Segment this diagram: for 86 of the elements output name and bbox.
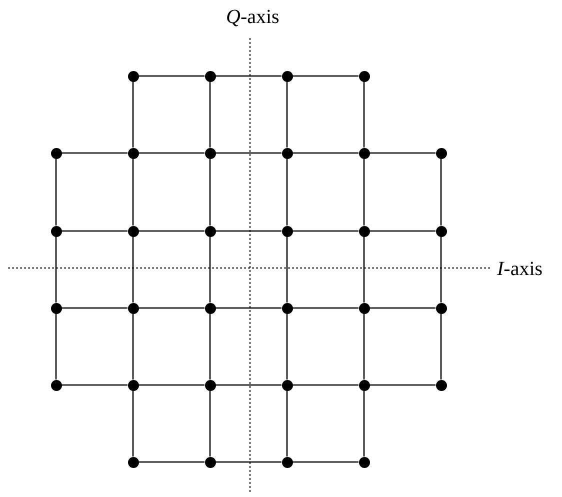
constellation-point [282,302,292,314]
grid-line [132,236,134,302]
constellation-point [358,226,370,236]
constellation-point [204,456,216,468]
constellation-point [50,302,62,314]
grid-line [292,152,358,154]
grid-line [138,384,204,386]
constellation-point [204,380,216,390]
grid-line [132,82,134,148]
grid-line [286,314,288,380]
grid-line [209,82,211,148]
grid-line [209,314,211,380]
constellation-point [128,148,138,158]
grid-line [292,75,358,77]
constellation-point [282,148,292,158]
grid-line [216,307,282,309]
grid-line [363,390,365,456]
grid-line [55,236,57,302]
grid-line [132,158,134,226]
grid-line [292,230,358,232]
constellation-point [204,148,216,158]
grid-line [370,152,436,154]
grid-line [138,461,204,463]
grid-line [138,152,204,154]
axis-label: I-axis [497,258,543,280]
grid-line [216,230,282,232]
grid-line [209,236,211,302]
grid-line [132,390,134,456]
grid-line [209,390,211,456]
grid-line [292,307,358,309]
grid-line [55,158,57,226]
grid-line [363,314,365,380]
constellation-point [204,226,216,236]
constellation-point [358,380,370,390]
constellation-point [282,456,292,468]
constellation-point [282,226,292,236]
grid-line [440,158,442,226]
constellation-point [50,226,62,236]
grid-line [216,384,282,386]
grid-line [286,158,288,226]
grid-line [62,307,128,309]
grid-line [370,230,436,232]
constellation-point [204,70,216,82]
constellation-point [128,226,138,236]
grid-line [138,230,204,232]
constellation-point [128,380,138,390]
grid-line [370,307,436,309]
grid-line [138,307,204,309]
grid-line [138,75,204,77]
grid-line [132,314,134,380]
constellation-point [204,302,216,314]
constellation-point [358,148,370,158]
grid-line [292,384,358,386]
grid-line [216,461,282,463]
axis-label: Q-axis [226,6,280,28]
grid-line [62,152,128,154]
constellation-point [436,148,446,158]
grid-line [440,314,442,380]
constellation-point [128,70,138,82]
constellation-point [282,70,292,82]
constellation-point [436,226,446,236]
constellation-point [128,302,138,314]
grid-line [440,236,442,302]
grid-line [363,82,365,148]
grid-line [209,158,211,226]
constellation-point [436,302,446,314]
constellation-point [50,380,62,390]
grid-line [292,461,358,463]
constellation-point [436,380,446,390]
constellation-point [358,456,370,468]
constellation-point [128,456,138,468]
grid-line [286,82,288,148]
constellation-point [358,302,370,314]
grid-line [216,75,282,77]
grid-line [370,384,436,386]
grid-line [286,236,288,302]
constellation-point [358,70,370,82]
grid-line [363,158,365,226]
constellation-point [50,148,62,158]
grid-line [216,152,282,154]
grid-line [363,236,365,302]
grid-line [55,314,57,380]
grid-line [62,384,128,386]
constellation-point [282,380,292,390]
grid-line [62,230,128,232]
grid-line [286,390,288,456]
